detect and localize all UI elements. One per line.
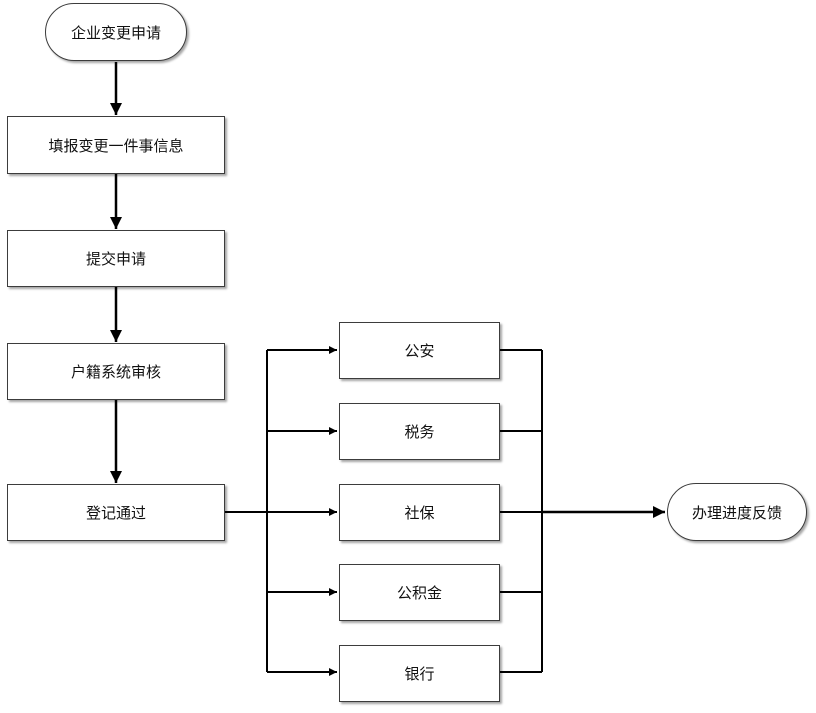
end-terminal: 办理进度反馈 — [667, 483, 807, 541]
start-terminal: 企业变更申请 — [45, 3, 187, 61]
dept-label: 公安 — [404, 342, 435, 360]
dept-box-public-security: 公安 — [339, 322, 500, 379]
dept-box-tax: 税务 — [339, 403, 500, 460]
dept-box-social-security: 社保 — [339, 484, 500, 541]
dept-label: 公积金 — [396, 584, 442, 602]
dept-label: 社保 — [404, 504, 435, 522]
step-approved: 登记通过 — [7, 484, 225, 541]
dept-label: 税务 — [404, 423, 435, 441]
step-label: 填报变更一件事信息 — [48, 136, 184, 155]
step-fill-info: 填报变更一件事信息 — [7, 116, 225, 174]
step-review: 户籍系统审核 — [7, 343, 225, 400]
start-label: 企业变更申请 — [70, 23, 161, 42]
dept-label: 银行 — [404, 665, 435, 683]
step-label: 登记通过 — [85, 504, 146, 522]
step-label: 提交申请 — [85, 250, 146, 268]
step-label: 户籍系统审核 — [70, 363, 161, 381]
dept-box-housing-fund: 公积金 — [339, 564, 500, 621]
end-label: 办理进度反馈 — [691, 503, 782, 522]
step-submit: 提交申请 — [7, 230, 225, 287]
dept-box-bank: 银行 — [339, 645, 500, 702]
